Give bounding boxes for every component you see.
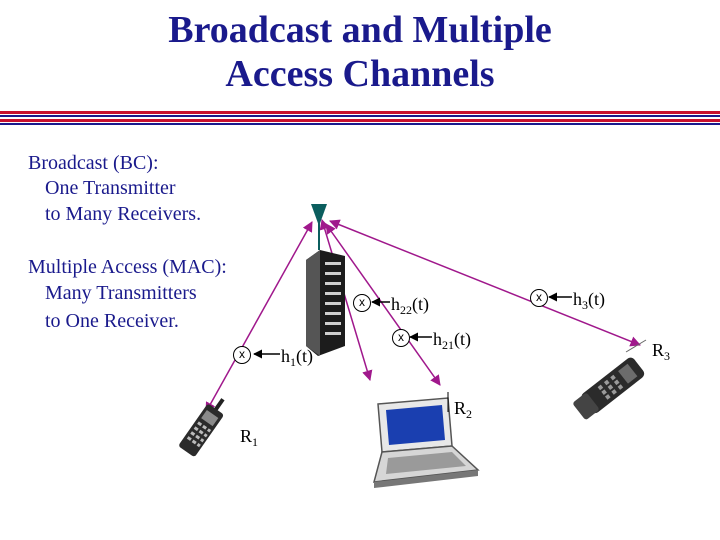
base-station-tower-icon — [306, 204, 345, 356]
receiver-label-r1: R1 — [240, 426, 259, 449]
laptop-icon — [372, 397, 480, 488]
receiver-label-r2: R2 — [454, 398, 473, 421]
mixer-r3: x — [530, 289, 548, 307]
bc-line-1: One Transmitter — [45, 177, 176, 199]
handheld-radio-icon — [179, 398, 225, 457]
mixer-h22: x — [353, 294, 371, 312]
mac-line-1: Many Transmitters — [45, 282, 197, 304]
link-tower-r1 — [205, 221, 313, 413]
mac-heading: Multiple Access (MAC): — [28, 256, 227, 278]
channel-label-h21: h21(t) — [433, 329, 471, 352]
title-line-2: Access Channels — [225, 53, 495, 95]
cell-phone-icon — [573, 357, 645, 420]
mixer-h21: x — [392, 329, 410, 347]
channel-label-h1: h1(t) — [281, 346, 313, 369]
channel-label-h3: h3(t) — [573, 289, 605, 312]
bc-heading: Broadcast (BC): — [28, 152, 159, 174]
mac-line-2: to One Receiver. — [45, 310, 179, 332]
title-line-1: Broadcast and Multiple — [168, 9, 552, 51]
bc-line-2: to Many Receivers. — [45, 203, 202, 225]
phone-antenna-line — [625, 339, 647, 353]
channel-label-h22: h22(t) — [391, 294, 429, 317]
receiver-label-r3: R3 — [652, 340, 671, 363]
link-tower-r3 — [329, 219, 641, 347]
page-title: Broadcast and Multiple Access Channels — [0, 8, 720, 96]
mixer-r1: x — [233, 346, 251, 364]
